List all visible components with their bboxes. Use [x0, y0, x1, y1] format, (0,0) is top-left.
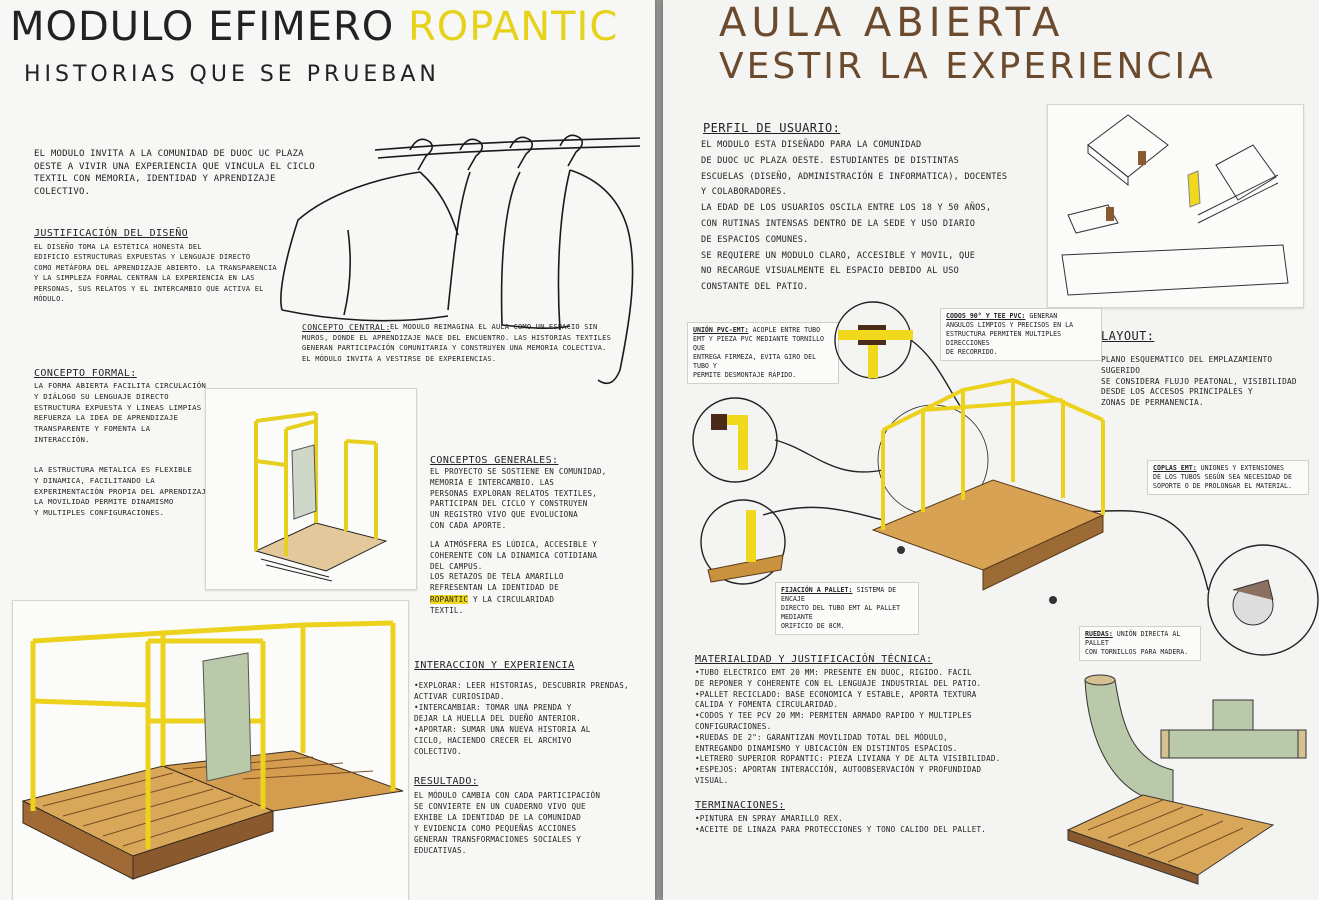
poster-title-right: AULA ABIERTA: [719, 0, 1065, 46]
materialidad-text: •TUBO ELECTRICO EMT 20 MM: PRESENTE EN D…: [695, 668, 1001, 785]
conceptos-generales-text: EL PROYECTO SE SOSTIENE EN COMUNIDAD, ME…: [430, 467, 607, 530]
justificacion-heading: JUSTIFICACIÓN DEL DISEÑO: [34, 228, 189, 239]
clothes-rack-drawing: [280, 134, 641, 385]
interaccion-text: •EXPLORAR: LEER HISTORIAS, DESCUBRIR PRE…: [414, 681, 629, 756]
callout-coplas: COPLAS EMT: UNIONES Y EXTENSIONES DE LOS…: [1147, 460, 1309, 495]
materials-sketch: [1066, 674, 1307, 885]
left-poster: MODULO EFIMERO ROPANTIC HISTORIAS QUE SE…: [0, 0, 655, 900]
perfil-text: EL MODULO ESTA DISEÑADO PARA LA COMUNIDA…: [701, 140, 1008, 293]
poster-subtitle: HISTORIAS QUE SE PRUEBAN: [24, 62, 440, 87]
callout-union-head: UNIÓN PVC-EMT:: [693, 326, 749, 334]
layout-heading: LAYOUT:: [1101, 329, 1155, 343]
module-sketch-card: [205, 388, 417, 590]
pvc-tee-detail: [838, 325, 913, 378]
callout-fijacion-head: FIJACIÓN A PALLET:: [781, 586, 853, 594]
poster-subtitle-right: VESTIR LA EXPERIENCIA: [719, 46, 1216, 87]
callout-codos-head: CODOS 90° Y TEE PVC:: [946, 312, 1026, 320]
terminaciones-text: •PINTURA EN SPRAY AMARILLO REX. •ACEITE …: [695, 814, 987, 834]
layout-text: PLANO ESQUEMATICO DEL EMPLAZAMIENTO SUGE…: [1101, 355, 1297, 408]
module-detail-drawing: [692, 301, 1319, 656]
callout-coplas-text: UNIONES Y EXTENSIONES DE LOS TUBOS SEGÚN…: [1153, 464, 1292, 490]
callout-fijacion: FIJACIÓN A PALLET: SISTEMA DE ENCAJE DIR…: [775, 582, 919, 635]
callout-ruedas-head: RUEDAS:: [1085, 630, 1113, 638]
interaccion-heading: INTERACCION Y EXPERIENCIA: [414, 660, 575, 671]
conceptos-generales-heading: CONCEPTOS GENERALES:: [430, 455, 559, 466]
right-poster: AULA ABIERTA VESTIR LA EXPERIENCIA PERFI…: [663, 0, 1319, 900]
perfil-heading: PERFIL DE USUARIO:: [703, 121, 841, 135]
callout-union-pvc-emt: UNIÓN PVC-EMT: ACOPLE ENTRE TUBO EMT Y P…: [687, 322, 839, 384]
wheel-detail: [1232, 579, 1274, 626]
brand-highlight: ROPANTIC: [430, 595, 469, 604]
callout-codos-text: GENERAN ANGULOS LIMPIOS Y PRECISOS EN LA…: [946, 312, 1074, 356]
module-3d: [871, 377, 1105, 604]
callout-codos: CODOS 90° Y TEE PVC: GENERAN ANGULOS LIM…: [940, 308, 1102, 361]
callout-coplas-head: COPLAS EMT:: [1153, 464, 1197, 472]
module-render: [21, 620, 404, 880]
module-render-card: [12, 600, 409, 900]
concepto-formal-text-2: LA ESTRUCTURA METALICA ES FLEXIBLE Y DIN…: [34, 465, 211, 518]
conceptos-generales-text-3: ROPANTIC Y LA CIRCULARIDAD TEXTIL.: [430, 595, 554, 617]
justificacion-text: EL DISEÑO TOMA LA ESTETICA HONESTA DEL E…: [34, 243, 277, 304]
concepto-central-heading: CONCEPTO CENTRAL:: [302, 323, 391, 332]
conceptos-generales-text-2: LA ATMÓSFERA ES LÚDICA, ACCESIBLE Y COHE…: [430, 540, 598, 593]
concepto-central-text: EL MODULO REIMAGINA EL AULA COMO UN ESPA…: [302, 323, 612, 363]
intro-text: EL MODULO INVITA A LA COMUNIDAD DE DUOC …: [34, 149, 315, 197]
terminaciones-heading: TERMINACIONES:: [695, 800, 785, 811]
conceptos-generales-tail: Y LA CIRCULARIDAD TEXTIL.: [430, 595, 555, 615]
title-brand: ROPANTIC: [408, 4, 619, 50]
pallet-fixing-detail: [707, 510, 784, 583]
callout-fijacion-text: SISTEMA DE ENCAJE DIRECTO DEL TUBO EMT A…: [781, 586, 901, 630]
resultado-heading: RESULTADO:: [414, 776, 479, 787]
callout-ruedas-text: UNIÓN DIRECTA AL PALLET CON TORNILLOS PA…: [1085, 630, 1189, 656]
title-main: MODULO EFIMERO: [10, 4, 395, 50]
callout-ruedas: RUEDAS: UNIÓN DIRECTA AL PALLET CON TORN…: [1079, 626, 1201, 661]
layout-plan: [1061, 114, 1289, 296]
poster-title: MODULO EFIMERO ROPANTIC: [10, 4, 618, 50]
concepto-formal-text: LA FORMA ABIERTA FACILITA CIRCULACIÓN Y …: [34, 381, 207, 444]
elbow-detail: [711, 414, 748, 470]
concepto-formal-heading: CONCEPTO FORMAL:: [34, 368, 137, 379]
materialidad-heading: MATERIALIDAD Y JUSTIFICACIÓN TÉCNICA:: [695, 654, 933, 665]
module-sketch: [254, 411, 388, 582]
callout-union-text: ACOPLE ENTRE TUBO EMT Y PIEZA PVC MEDIAN…: [693, 326, 825, 379]
resultado-text: EL MÓDULO CAMBIA CON CADA PARTICIPACIÓN …: [414, 791, 601, 855]
layout-plan-card: [1047, 104, 1304, 308]
